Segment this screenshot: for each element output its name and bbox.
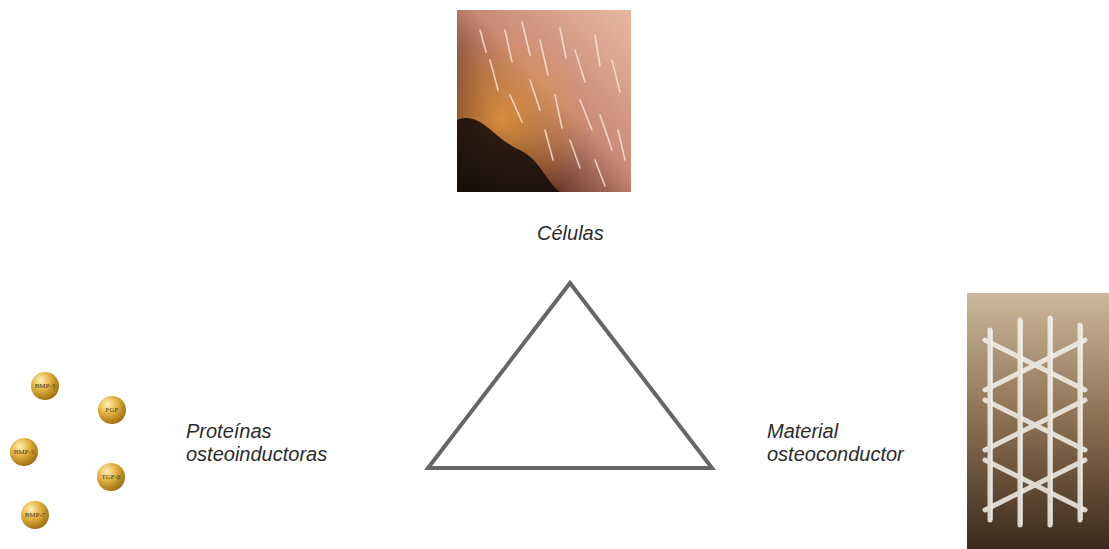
caption-label: Células xyxy=(537,222,604,245)
scaffold-photo xyxy=(967,293,1109,549)
protein-name: TGF-β xyxy=(101,473,120,481)
protein-spheres xyxy=(10,372,126,529)
protein-name: BMP-5 xyxy=(14,448,35,456)
protein-name: BMP-3 xyxy=(35,382,56,390)
cell-photo xyxy=(457,10,631,192)
protein-name: BMP-7 xyxy=(25,511,46,519)
vertex-label: Material osteoconductor xyxy=(767,420,932,466)
vertex-label: Proteínas osteoinductoras xyxy=(186,420,351,466)
protein-name: FGF xyxy=(106,406,119,414)
triangle-outline xyxy=(428,283,712,468)
